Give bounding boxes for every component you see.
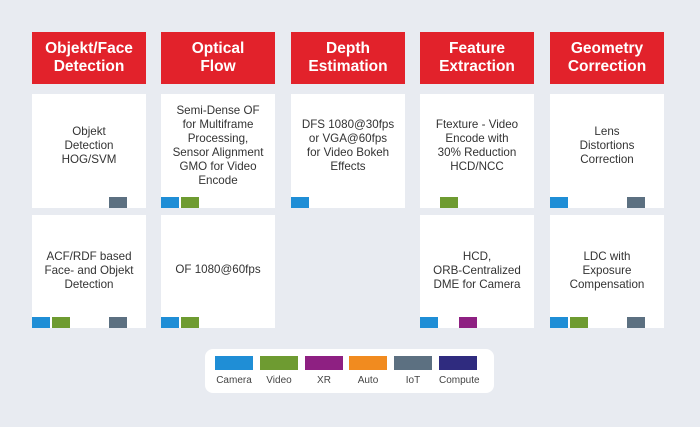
cell-dfs: DFS 1080@30fps or VGA@60fps for Video Bo… (291, 94, 405, 208)
tag-video (570, 317, 588, 328)
cell-acf-rdf: ACF/RDF based Face- and Objekt Detection (32, 215, 146, 328)
xr-swatch (305, 356, 343, 370)
legend: Camera Video XR Auto IoT Compute (205, 349, 494, 393)
tag-video (52, 317, 70, 328)
video-swatch (260, 356, 298, 370)
compute-swatch (439, 356, 477, 370)
cell-text: Lens Distortions Correction (579, 125, 635, 166)
cell-text: Semi-Dense OF for Multiframe Processing,… (172, 104, 264, 187)
legend-label: Video (266, 375, 292, 386)
cell-text: DFS 1080@30fps or VGA@60fps for Video Bo… (301, 118, 395, 173)
cell-objekt-detection-hog: Objekt Detection HOG/SVM (32, 94, 146, 208)
cell-text: ACF/RDF based Face- and Objekt Detection (44, 250, 134, 291)
tag-xr (459, 317, 477, 328)
legend-label: Camera (216, 375, 252, 386)
tag-video (181, 317, 199, 328)
tag-camera (32, 317, 50, 328)
tag-camera (291, 197, 309, 208)
cell-ldc-exposure: LDC with Exposure Compensation (550, 215, 664, 328)
tag-iot (627, 317, 645, 328)
cell-ftexture: Ftexture - Video Encode with 30% Reducti… (420, 94, 534, 208)
legend-label: Auto (357, 375, 379, 386)
legend-item-video: Video (260, 356, 300, 386)
cell-text: Objekt Detection HOG/SVM (61, 125, 117, 166)
legend-label: Compute (439, 375, 480, 386)
tag-video (181, 197, 199, 208)
cell-semi-dense-of: Semi-Dense OF for Multiframe Processing,… (161, 94, 275, 208)
tag-iot (627, 197, 645, 208)
cell-of-1080: OF 1080@60fps (161, 215, 275, 328)
legend-item-xr: XR (305, 356, 345, 386)
legend-item-camera: Camera (215, 356, 255, 386)
cell-text: HCD, ORB-Centralized DME for Camera (433, 250, 521, 291)
tag-camera (550, 197, 568, 208)
legend-item-iot: IoT (394, 356, 434, 386)
tag-camera (161, 317, 179, 328)
iot-swatch (394, 356, 432, 370)
auto-swatch (349, 356, 387, 370)
cell-text: LDC with Exposure Compensation (569, 250, 645, 291)
tag-iot (109, 197, 127, 208)
tag-camera (420, 317, 438, 328)
legend-item-auto: Auto (349, 356, 389, 386)
cell-text: OF 1080@60fps (175, 263, 261, 276)
legend-label: XR (317, 375, 331, 386)
legend-label: IoT (405, 375, 421, 386)
tag-iot (109, 317, 127, 328)
legend-item-compute: Compute (439, 356, 480, 386)
tag-video (440, 197, 458, 208)
cell-lens-distortions: Lens Distortions Correction (550, 94, 664, 208)
cell-text: Ftexture - Video Encode with 30% Reducti… (435, 118, 519, 173)
tag-camera (550, 317, 568, 328)
cell-hcd-orb: HCD, ORB-Centralized DME for Camera (420, 215, 534, 328)
camera-swatch (215, 356, 253, 370)
tag-camera (161, 197, 179, 208)
